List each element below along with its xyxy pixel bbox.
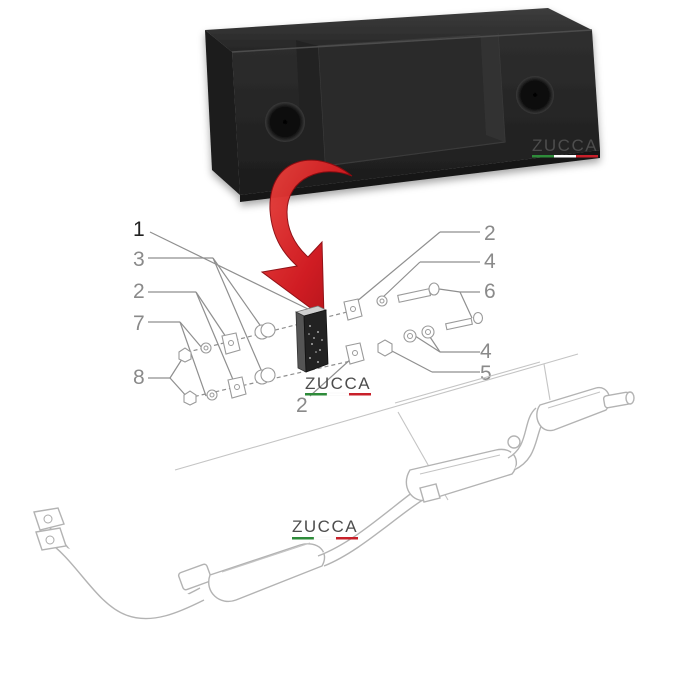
callout-2-bottom: 2 bbox=[296, 394, 308, 417]
zucca-watermark-bottom: ZUCCA bbox=[292, 517, 358, 540]
mount-hole-left bbox=[265, 102, 305, 142]
callout-6: 6 bbox=[484, 280, 496, 303]
plate-right-upper bbox=[343, 298, 363, 321]
callout-7: 7 bbox=[133, 312, 145, 335]
plate-left-lower bbox=[227, 376, 247, 399]
plate-left-upper bbox=[221, 332, 241, 355]
callout-5: 5 bbox=[480, 362, 492, 385]
zucca-watermark-photo: ZUCCA bbox=[532, 136, 598, 158]
callout-3: 3 bbox=[133, 248, 145, 271]
svg-text:ZUCCA: ZUCCA bbox=[305, 374, 371, 393]
bushing-lower bbox=[254, 367, 276, 385]
bolt-long bbox=[397, 282, 440, 303]
rubber-mount-photo bbox=[205, 8, 600, 202]
mount-hole-right bbox=[516, 76, 554, 114]
bolt-short bbox=[445, 311, 484, 331]
nut-left-upper bbox=[178, 347, 192, 363]
washer-left-lower bbox=[206, 389, 218, 401]
washer-right-outer bbox=[421, 325, 435, 339]
rubber-block-part bbox=[294, 305, 329, 373]
callout-8: 8 bbox=[133, 366, 145, 389]
zucca-watermark-parts: ZUCCA bbox=[305, 374, 371, 396]
callout-4-lower: 4 bbox=[480, 340, 492, 363]
washer-left-upper bbox=[200, 342, 212, 354]
svg-text:ZUCCA: ZUCCA bbox=[532, 136, 598, 155]
nut-right bbox=[377, 339, 393, 357]
callouts: 1 3 2 7 8 2 4 6 4 5 2 bbox=[133, 218, 496, 417]
washer-right-mid bbox=[403, 329, 417, 343]
pointer-arrow bbox=[260, 159, 353, 320]
callout-1: 1 bbox=[133, 218, 145, 241]
svg-text:ZUCCA: ZUCCA bbox=[292, 517, 358, 536]
callout-2-right: 2 bbox=[484, 222, 496, 245]
callout-2-left: 2 bbox=[133, 280, 145, 303]
callout-4-upper: 4 bbox=[484, 250, 496, 273]
washer-right-upper bbox=[376, 295, 388, 307]
bushing-upper bbox=[254, 322, 276, 340]
nut-left-lower bbox=[183, 390, 197, 406]
plate-right-lower bbox=[345, 342, 365, 365]
